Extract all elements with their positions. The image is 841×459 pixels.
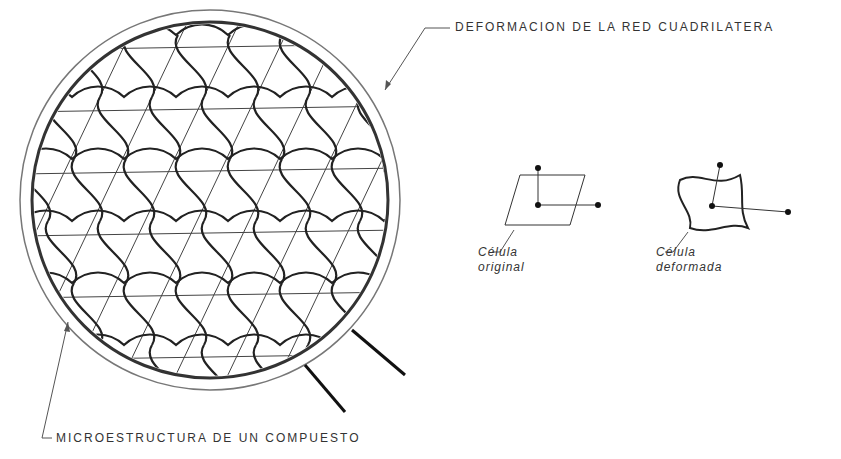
grid-stroke [20,159,51,221]
grid-stroke [384,35,415,97]
arrow-head [385,80,391,90]
grid-stroke [72,159,103,221]
label-text: Célula deformada [656,245,726,275]
grid-stroke [98,221,129,283]
grid-stroke [20,25,436,36]
grid-stroke [436,283,467,345]
cell-vector [712,165,720,206]
grid-stroke [0,0,94,400]
bar [305,365,345,412]
outer-ring [20,10,400,390]
grid-stroke [0,0,146,400]
grid-stroke [124,283,155,345]
grid-stroke [410,97,441,159]
grid-stroke [20,168,400,174]
grid-stroke [372,0,562,400]
grid-stroke [280,35,311,97]
leader-line [385,28,450,90]
grid-stroke [436,159,467,221]
grid-stroke [228,283,259,345]
deformed-grid [0,0,562,407]
grid-stroke [124,159,155,221]
grid-stroke [358,345,389,407]
grid-stroke [268,0,458,400]
grid-stroke [0,0,42,400]
cell-vector [538,168,539,205]
grid-stroke [164,0,354,400]
label-text: Célula original [478,245,548,275]
grid-stroke [320,0,510,400]
grid-stroke [384,283,415,345]
grid-stroke [124,35,155,97]
grid-stroke [176,283,207,345]
grid-stroke [410,345,441,407]
grid-stroke [306,97,337,159]
grid-stroke [202,221,233,283]
grid-stroke [20,230,400,236]
grid-stroke [384,159,415,221]
grid-stroke [0,97,24,159]
leader-line [42,322,68,438]
grid-stroke [514,345,545,407]
grid-stroke [20,354,400,360]
grid-stroke [176,159,207,221]
grid-stroke [176,35,207,97]
grid-stroke [46,97,77,159]
grid-stroke [280,159,311,221]
grid-stroke [228,35,259,97]
grid-stroke [358,221,389,283]
grid-stroke [410,221,441,283]
grid-stroke [150,345,181,407]
grid-stroke [462,345,493,407]
grid-stroke [20,44,400,50]
grid-stroke [46,221,77,283]
grid-stroke [228,159,259,221]
label-text: DEFORMACION DE LA RED CUADRILATERA [455,20,774,35]
grid-stroke [254,221,285,283]
cell-vector [538,205,598,206]
grid-stroke [20,106,400,112]
grid-stroke [150,97,181,159]
grid-stroke [20,211,436,222]
grid-stroke [20,87,436,98]
grid-stroke [72,283,103,345]
grid-stroke [280,283,311,345]
grid-stroke [306,221,337,283]
grid-stroke [254,97,285,159]
grid-stroke [72,35,103,97]
grid-stroke [20,335,436,346]
grid-stroke [358,97,389,159]
grid-stroke [332,35,363,97]
arrow-head [64,322,70,332]
inner-ring [32,22,388,378]
label-text: MICROESTRUCTURA DE UN COMPUESTO [56,431,360,446]
grid-stroke [20,149,436,160]
grid-stroke [20,273,436,284]
grid-stroke [216,0,406,400]
grid-stroke [20,35,51,97]
original-cell [505,175,585,225]
grid-stroke [488,283,519,345]
grid-stroke [98,345,129,407]
grid-stroke [202,345,233,407]
grid-stroke [332,159,363,221]
grid-stroke [150,221,181,283]
cell-vector [712,206,788,212]
grid-stroke [202,97,233,159]
grid-stroke [20,292,400,298]
grid-stroke [254,345,285,407]
grid-stroke [98,97,129,159]
bar [352,330,405,375]
